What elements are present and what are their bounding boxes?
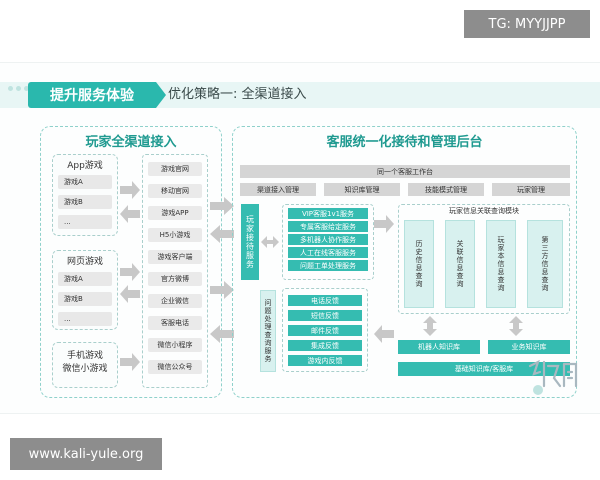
left-panel-title: 玩家全渠道接入 (85, 135, 177, 150)
reception-label: 玩家接待服务 (241, 204, 259, 280)
service-tile: VIP客服1v1服务 (288, 208, 368, 219)
group-title: 手机游戏 微信小游戏 (62, 351, 108, 374)
right-panel-title: 客服统一化接待和管理后台 (326, 135, 483, 150)
ticket-tile: 电话反馈 (288, 295, 362, 306)
left-arrows (120, 181, 140, 371)
ticket-tile: 集成反馈 (288, 340, 362, 351)
group-mobile-games (52, 342, 118, 388)
game-tile: 游戏A (58, 272, 112, 286)
module-tile: 知识库管理 (324, 183, 400, 196)
game-tile: 游戏B (58, 292, 112, 306)
module-tile: 渠道接入管理 (240, 183, 316, 196)
right-panel (232, 126, 577, 398)
channel-tile: 微信小程序 (148, 338, 202, 352)
group-title: App游戏 (67, 161, 103, 171)
module-tile: 玩家管理 (492, 183, 570, 196)
channel-tile: 微信公众号 (148, 360, 202, 374)
tickets-column (282, 288, 368, 372)
reception-arrow (261, 236, 279, 248)
watermark-top: TG: MYYJJPP (464, 10, 590, 38)
channel-tile: 企业微信 (148, 294, 202, 308)
channel-tile: 游戏官网 (148, 162, 202, 176)
query-module (398, 204, 570, 314)
game-tile: ... (58, 215, 112, 229)
robot-knowledge-base: 机器人知识库 (398, 340, 480, 354)
query-tile: 关联信息查询 (445, 220, 475, 308)
header-tag: 提升服务体验 (28, 82, 156, 108)
module-tile: 技能模式管理 (408, 183, 484, 196)
game-logo (528, 359, 578, 395)
services-column (282, 204, 374, 280)
channel-column (142, 154, 208, 388)
query-tile: 玩家本信息查询 (486, 220, 516, 308)
ticket-tile: 游戏内反馈 (288, 355, 362, 366)
query-arrows (423, 316, 523, 336)
channel-tile: 客服电话 (148, 316, 202, 330)
channel-tile: 移动官网 (148, 184, 202, 198)
ticket-tile: 短信反馈 (288, 310, 362, 321)
game-tile: 游戏A (58, 175, 112, 189)
right-inner-arrows (374, 215, 394, 343)
ticket-tile: 邮件反馈 (288, 325, 362, 336)
channel-tile: 游戏APP (148, 206, 202, 220)
header-subtitle: 优化策略一: 全渠道接入 (168, 87, 307, 102)
middle-arrows (210, 197, 234, 343)
left-panel (40, 126, 222, 398)
header-tag-arrow (156, 82, 166, 108)
channel-tile: 官方微博 (148, 272, 202, 286)
decorative-dots (8, 86, 29, 91)
service-tile: 人工在线客服服务 (288, 247, 368, 258)
channel-tile: H5小游戏 (148, 228, 202, 242)
game-tile: ... (58, 312, 112, 326)
watermark-bottom: www.kali-yule.org (10, 438, 162, 470)
workspace-bar: 同一个客服工作台 (240, 165, 570, 178)
group-title: 网页游戏 (66, 257, 103, 267)
query-tile: 历史信息查询 (404, 220, 434, 308)
ticket-label: 问题处理查询服务 (260, 290, 276, 372)
query-tile: 第三方信息查询 (527, 220, 563, 308)
service-tile: 多机器人协作服务 (288, 234, 368, 245)
service-tile: 问题工单处理服务 (288, 260, 368, 271)
base-knowledge-bar: 基础知识库/客服库 (398, 362, 570, 376)
channel-tile: 游戏客户端 (148, 250, 202, 264)
game-tile: 游戏B (58, 195, 112, 209)
business-knowledge-base: 业务知识库 (488, 340, 570, 354)
query-module-title: 玩家信息关联查询模块 (449, 207, 519, 215)
service-tile: 专属客服给定服务 (288, 221, 368, 232)
